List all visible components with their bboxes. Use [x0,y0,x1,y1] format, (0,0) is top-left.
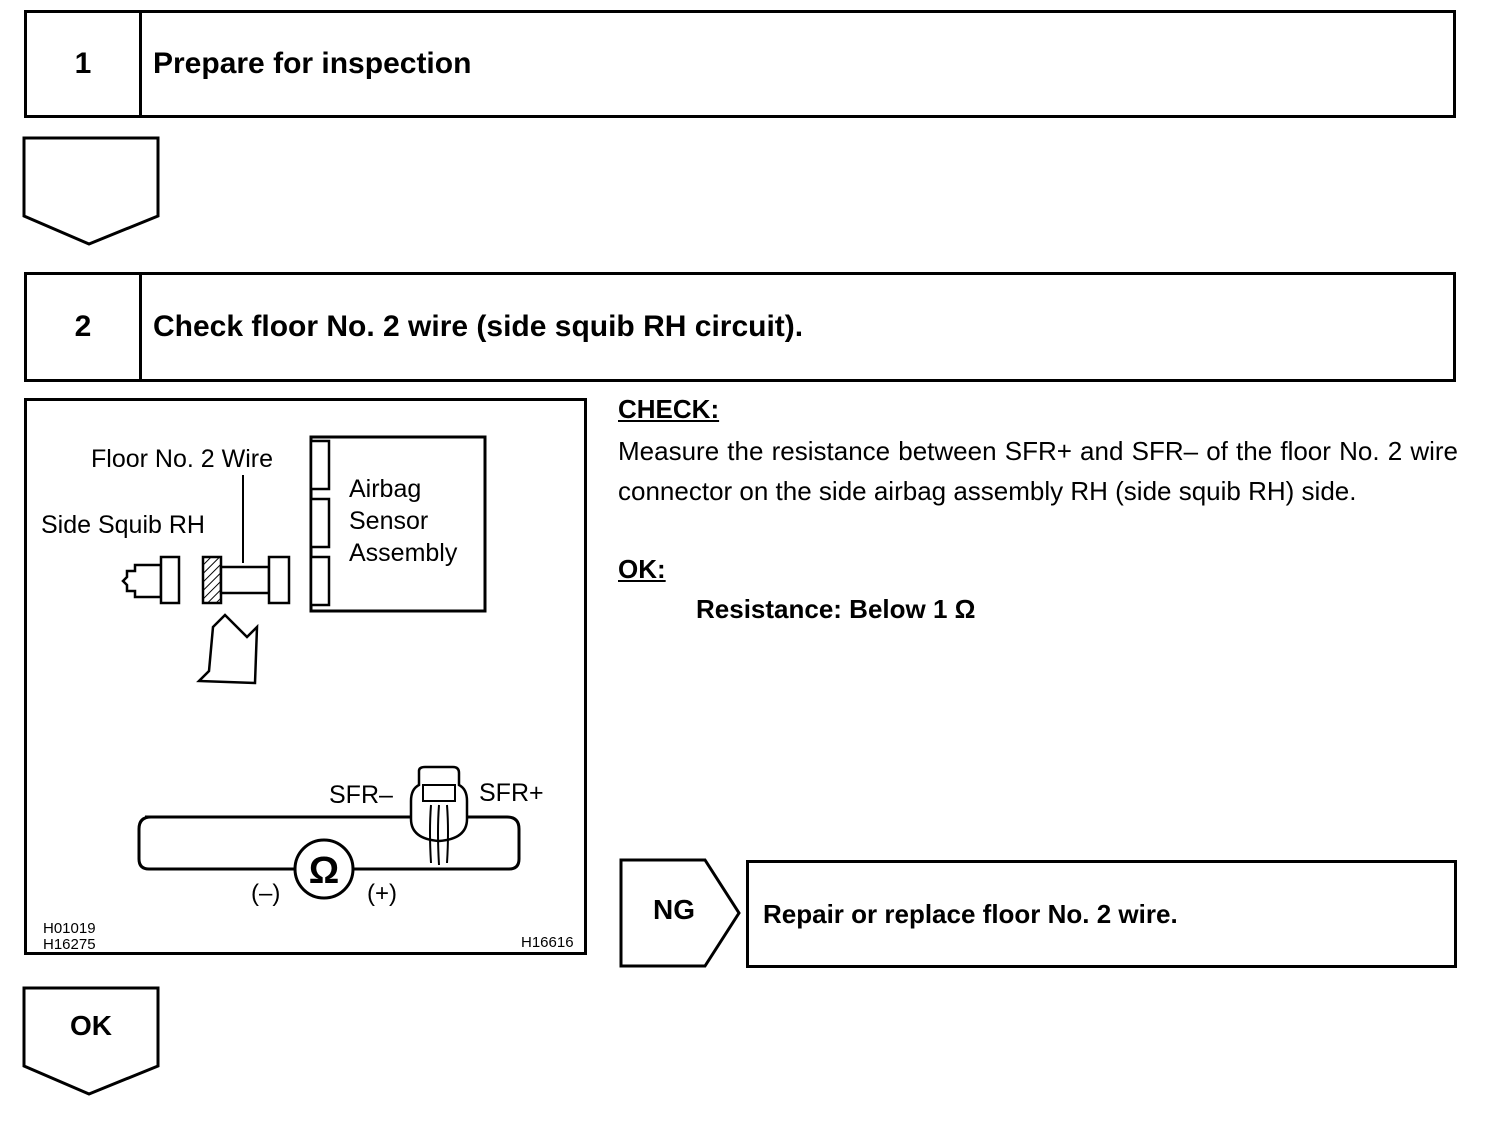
ng-arrow-icon [619,858,741,968]
figure-code-3: H16616 [521,934,574,951]
diagram-svg: Floor No. 2 Wire Side Squib RH Airbag Se… [41,435,574,953]
sensor-label-1: Airbag [349,475,421,503]
label-side-squib: Side Squib RH [41,511,205,539]
sfr-minus-label: SFR– [329,781,393,809]
ng-action-box: Repair or replace floor No. 2 wire. [746,860,1457,968]
ok-label: OK [70,1010,112,1041]
sfr-connector-icon [409,765,469,866]
squib-plug-icon [121,563,163,599]
step-2-header: 2 Check floor No. 2 wire (side squib RH … [24,272,1456,382]
ng-label: NG [653,894,695,925]
sfr-plus-label: SFR+ [479,779,544,807]
diagonal-arrow-icon [196,613,259,685]
ok-arrow-down-icon [22,986,160,1096]
ok-heading: OK: [618,554,666,584]
step-2-title: Check floor No. 2 wire (side squib RH ci… [153,310,804,343]
meter-minus-label: (–) [251,880,280,907]
step-1-number: 1 [27,13,142,115]
airbag-sensor-box [309,435,487,613]
hatched-connector [201,555,223,605]
resistance-spec: Resistance: Below 1 Ω [696,594,976,624]
meter-plus-label: (+) [367,880,397,907]
figure-code-1: H01019 [43,920,96,937]
wiring-diagram: Floor No. 2 Wire Side Squib RH Airbag Se… [24,398,587,955]
sensor-label-3: Assembly [349,539,458,567]
figure-code-2: H16275 [43,936,96,952]
step-1-title: Prepare for inspection [153,47,472,80]
ohm-symbol: Ω [309,850,339,892]
sensor-label-2: Sensor [349,507,428,535]
label-floor-wire: Floor No. 2 Wire [91,445,273,473]
step-1-header: 1 Prepare for inspection [24,10,1456,118]
step-2-number: 2 [27,275,142,379]
check-heading: CHECK: [618,394,720,424]
ohmmeter-icon [293,838,355,900]
check-description: Measure the resistance between SFR+ and … [618,436,1458,506]
flow-arrow-down-icon [22,136,160,246]
